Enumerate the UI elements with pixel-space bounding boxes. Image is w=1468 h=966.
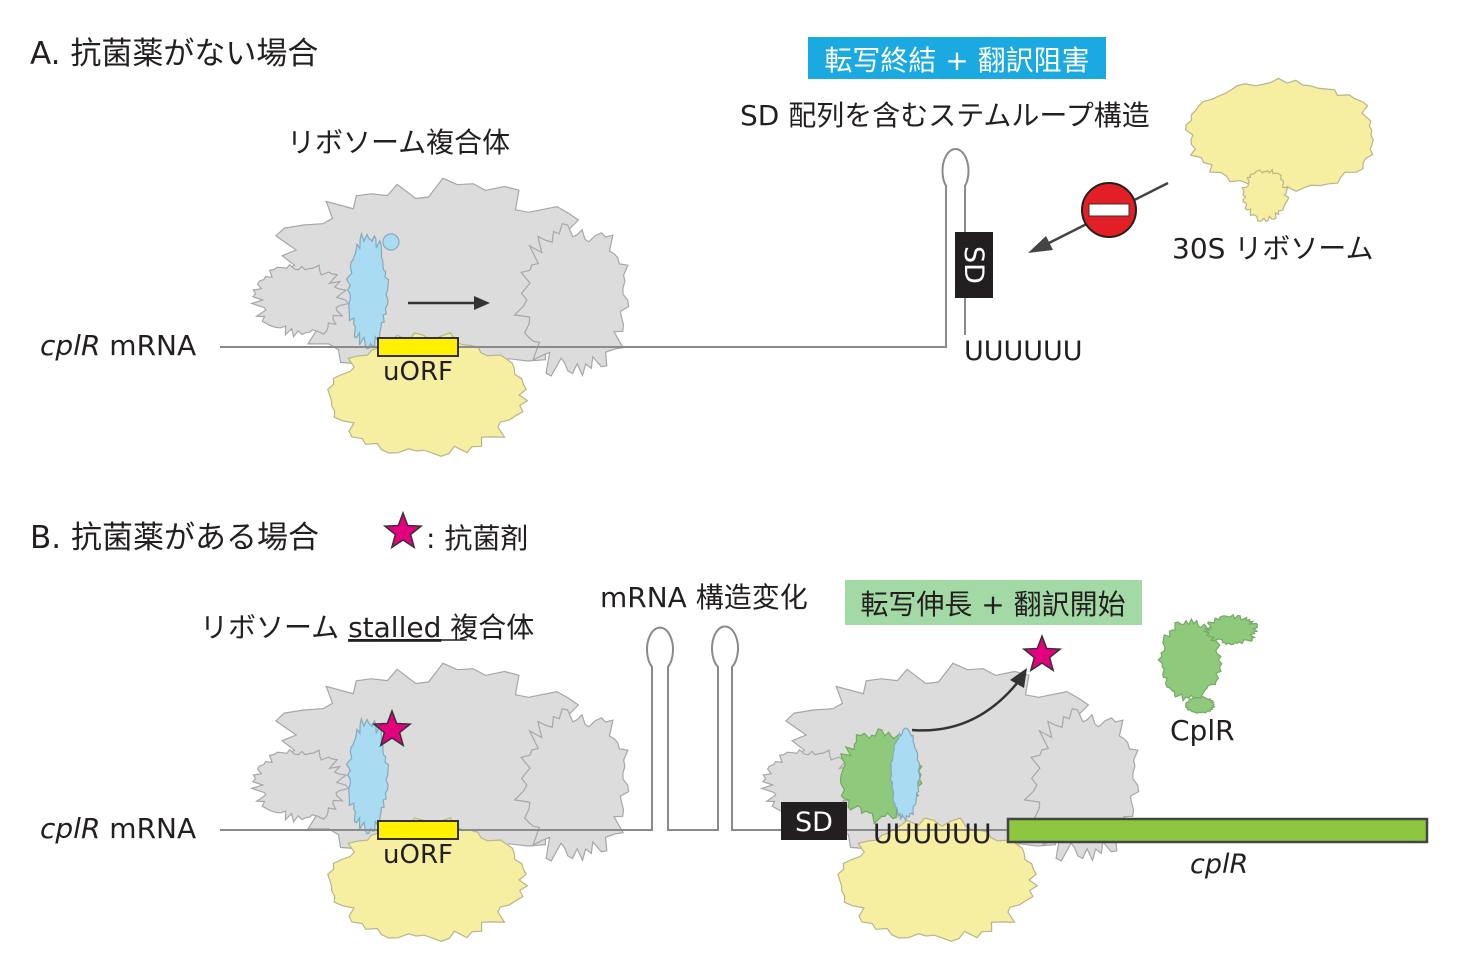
panel-b: B. 抗菌薬がある場合 : 抗菌剤 リボソーム stalled 複合体 uORF… bbox=[30, 510, 1429, 942]
mrna-label: cplR mRNA bbox=[40, 812, 196, 845]
cplr-protein-arm bbox=[1201, 613, 1259, 646]
polyu-label: UUUUUU bbox=[964, 336, 1083, 367]
30s-ribosome-label: 30S リボソーム bbox=[1172, 232, 1373, 265]
panel-a: A. 抗菌薬がない場合 リボソーム複合体 uORF cplR mRNA 転写終結… bbox=[30, 36, 1374, 457]
ribosome-complex-label: リボソーム複合体 bbox=[287, 126, 510, 159]
mrna-strand bbox=[220, 148, 970, 348]
antibiotic-legend-text: : 抗菌剤 bbox=[426, 522, 528, 555]
cplr-gene-label: cplR bbox=[1190, 849, 1248, 880]
30s-subunit bbox=[327, 332, 529, 457]
gene-name: cplR bbox=[40, 812, 100, 845]
sd-box bbox=[781, 802, 847, 840]
no-entry-icon bbox=[1081, 182, 1137, 238]
50s-subunit-lobe bbox=[249, 263, 350, 339]
uorf-label: uORF bbox=[383, 840, 453, 870]
mrna-suffix: mRNA bbox=[100, 329, 196, 362]
uorf-box bbox=[377, 337, 459, 357]
mrna-strand-structured bbox=[220, 625, 785, 831]
mrna-label: cplR mRNA bbox=[40, 329, 196, 362]
cplr-gene-bar bbox=[1006, 817, 1429, 844]
stalled-prefix: リボソーム bbox=[200, 611, 348, 644]
stalled-suffix: 複合体 bbox=[441, 611, 534, 644]
50s-subunit-lobe bbox=[513, 222, 630, 378]
cplr-protein-label: CplR bbox=[1170, 714, 1235, 747]
30s-ribosome bbox=[1184, 77, 1374, 223]
cplr-protein bbox=[1157, 613, 1259, 714]
stalled-ribosome-complex bbox=[249, 662, 630, 942]
gene-name: cplR bbox=[40, 329, 100, 362]
antibiotic-star-icon bbox=[382, 510, 424, 550]
release-arrowhead bbox=[1010, 668, 1027, 688]
binding-arrowhead bbox=[1028, 236, 1053, 253]
sd-box bbox=[955, 232, 993, 298]
uorf-label: uORF bbox=[383, 357, 453, 387]
sd-label: SD bbox=[795, 807, 833, 838]
30s-subunit-tail bbox=[1241, 168, 1290, 223]
50s-subunit-lobe bbox=[249, 748, 350, 824]
termination-badge-text: 転写終結 + 翻訳阻害 bbox=[824, 44, 1089, 77]
cplr-protein-body bbox=[1157, 617, 1223, 703]
antibiotic-star-icon bbox=[1021, 633, 1063, 673]
elongation-badge-text: 転写伸長 + 翻訳開始 bbox=[860, 588, 1125, 621]
release-arrow bbox=[911, 681, 1019, 732]
cplr-protein-tail bbox=[1185, 695, 1215, 714]
antibiotic-star-icon bbox=[371, 708, 413, 748]
translating-ribosome bbox=[759, 662, 1140, 942]
ribosome-complex bbox=[249, 177, 630, 457]
50s-subunit-lobe bbox=[513, 707, 630, 863]
elongation-badge bbox=[845, 580, 1142, 625]
stem-loop-label: SD 配列を含むステムループ構造 bbox=[740, 99, 1150, 132]
panel-a-title: A. 抗菌薬がない場合 bbox=[30, 36, 318, 72]
polyu-label: UUUUUU bbox=[873, 819, 992, 850]
stalled-complex-label: リボソーム stalled 複合体 bbox=[200, 611, 534, 644]
structure-change-label: mRNA 構造変化 bbox=[600, 581, 808, 614]
30s-subunit-body bbox=[1184, 77, 1374, 194]
termination-badge bbox=[808, 37, 1106, 79]
sd-label: SD bbox=[958, 246, 989, 284]
trna-tip bbox=[382, 233, 400, 251]
stalled-word: stalled bbox=[348, 611, 441, 644]
translation-arrowhead bbox=[474, 296, 490, 310]
trna bbox=[889, 727, 921, 823]
panel-b-title: B. 抗菌薬がある場合 bbox=[30, 520, 319, 556]
mrna-suffix: mRNA bbox=[100, 812, 196, 845]
uorf-box bbox=[377, 820, 459, 840]
